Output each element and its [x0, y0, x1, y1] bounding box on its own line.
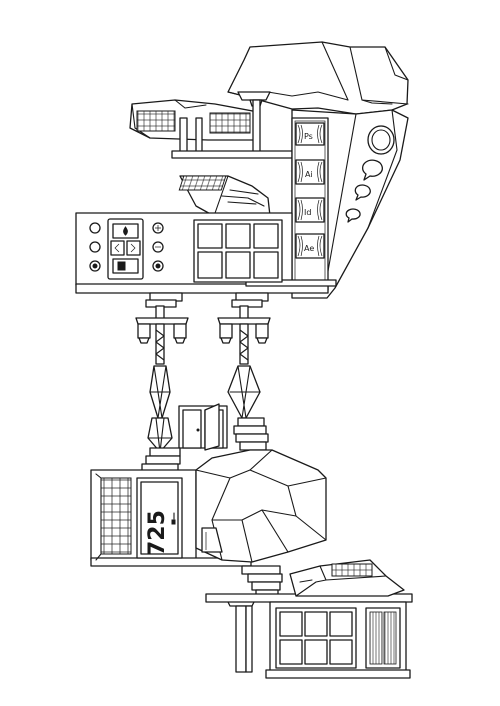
speech-bubble-icon: [354, 184, 371, 201]
upper-right-tower: Ps Ai Id Ae: [291, 109, 409, 299]
solar-panel-icon: [136, 110, 176, 132]
stairs-left: [141, 447, 181, 473]
poster-icon: Id: [295, 197, 325, 223]
control-panel-icon: [89, 218, 164, 280]
poster-icon: Ae: [295, 233, 325, 259]
svg-text:Id: Id: [304, 208, 311, 217]
poster-icon: Ai: [295, 159, 325, 185]
upper-building: Ps Ai Id Ae: [75, 41, 409, 299]
door-number: 725: [145, 510, 170, 556]
street-lamp-icon: [217, 305, 271, 419]
street-lamp-icon: [135, 305, 189, 453]
lower-steps: [241, 565, 283, 597]
upper-left-wing: [129, 99, 259, 141]
connector: [135, 292, 271, 473]
solar-panel-icon: [331, 563, 373, 577]
numbered-door-icon: 725: [136, 477, 183, 559]
poster-icon: Ps: [295, 122, 325, 146]
window-icon: [193, 219, 283, 283]
upper-mid-roof: [178, 175, 271, 217]
solar-panel-icon: [178, 175, 227, 191]
solar-panel-icon: [209, 112, 251, 134]
speech-bubble-icon: [362, 159, 383, 181]
lower-building: 725: [90, 449, 413, 679]
window-icon: [275, 607, 357, 669]
lower-mini-roof: [289, 559, 405, 597]
upper-main-block: [75, 212, 337, 294]
lower-roof: [195, 449, 327, 563]
speech-bubble-icon: [345, 208, 361, 223]
svg-text:Ai: Ai: [305, 170, 313, 179]
stairs-right: [233, 417, 269, 451]
lower-left-block: 725: [90, 469, 252, 567]
svg-text:Ps: Ps: [304, 132, 313, 141]
lower-right-block: [265, 601, 411, 679]
svg-text:Ae: Ae: [304, 244, 314, 253]
small-double-door: [178, 403, 228, 451]
